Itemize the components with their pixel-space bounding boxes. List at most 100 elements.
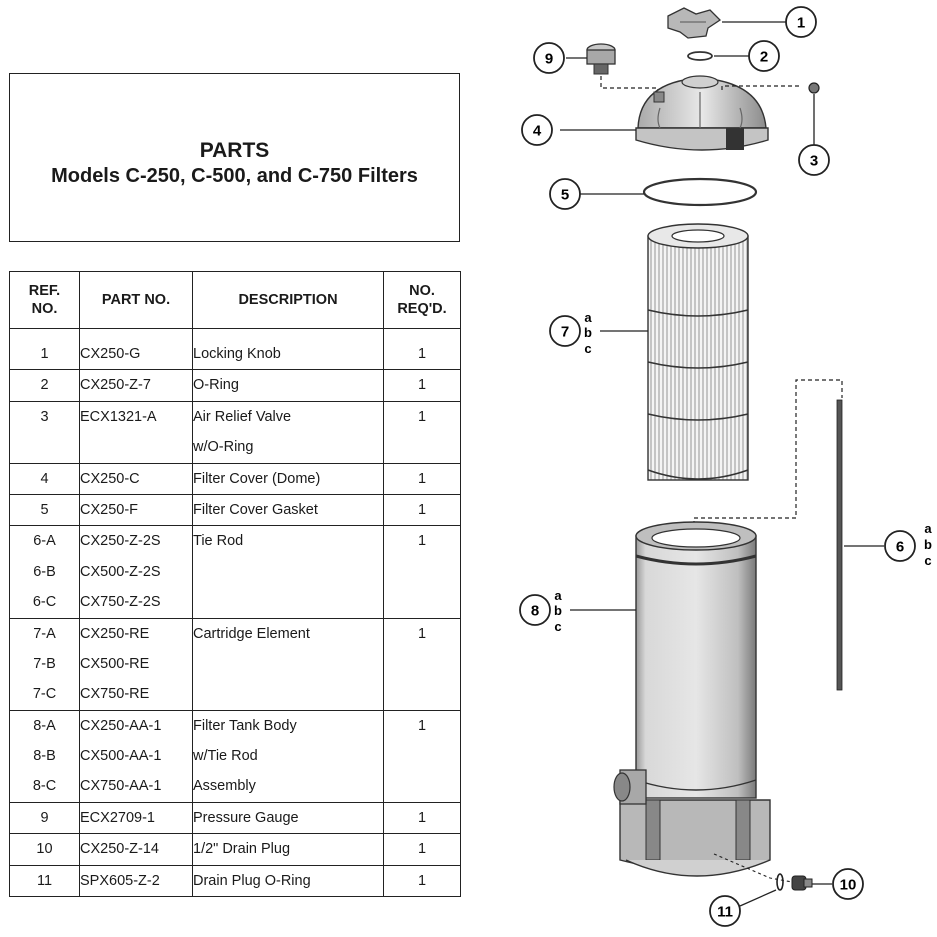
svg-text:c: c	[924, 553, 931, 568]
cell-part-no-line: CX750-RE	[80, 686, 150, 703]
cell-ref-no-line: 4	[40, 470, 49, 487]
cell-part-no: CX250-Z-7	[79, 369, 193, 402]
callout-5: 5	[549, 178, 581, 210]
svg-text:1: 1	[797, 15, 805, 32]
cell-part-no-line: CX250-Z-14	[80, 841, 159, 858]
table-row: 3 ECX1321-A Air Relief Valve w/O-Ring 1	[9, 400, 461, 464]
cell-qty-value: 1	[417, 533, 427, 550]
cell-part-no-line: CX250-F	[80, 501, 139, 518]
cell-part-no: CX250-F	[79, 493, 193, 526]
cell-part-no-line: CX500-AA-1	[80, 748, 162, 765]
cell-ref-no-line: 7-B	[33, 655, 56, 672]
air-relief-valve-part	[808, 82, 820, 145]
cell-qty-value: 1	[417, 470, 427, 487]
svg-text:a: a	[584, 310, 592, 325]
callout-9: 9	[533, 42, 565, 74]
cell-ref-no-line: 9	[40, 809, 49, 826]
cell-part-no: CX250-Z-2S CX500-Z-2S CX750-Z-2S	[79, 525, 193, 619]
svg-text:3: 3	[810, 153, 818, 170]
cell-ref-no: 11	[9, 864, 80, 898]
cell-part-no: CX250-G	[79, 327, 193, 370]
cell-description: Locking Knob	[192, 327, 384, 370]
cell-description-line: w/Tie Rod	[193, 748, 258, 765]
cell-ref-no-line: 5	[40, 501, 49, 518]
header-ref-line1: REF.	[28, 283, 61, 299]
exploded-parts-diagram: 1 2 9 4 3 5 7 a b c 6 a b c 8 a b c	[519, 6, 932, 927]
svg-text:a: a	[554, 588, 562, 603]
cell-part-no: ECX1321-A	[79, 400, 193, 464]
cell-description: Drain Plug O-Ring	[192, 864, 384, 898]
cell-qty-value: 1	[417, 501, 427, 518]
cell-ref-no: 1	[9, 327, 80, 370]
cell-qty: 1	[383, 462, 461, 495]
cell-ref-no: 4	[9, 462, 80, 495]
cell-part-no: CX250-C	[79, 462, 193, 495]
title-box: PARTS Models C-250, C-500, and C-750 Fil…	[9, 73, 460, 242]
cell-part-no: CX250-Z-14	[79, 833, 193, 866]
cell-qty: 1	[383, 617, 461, 711]
cell-qty: 1	[383, 327, 461, 370]
drain-plug-o-ring-part	[739, 873, 784, 907]
callout-1: 1	[785, 6, 817, 38]
cell-part-no: SPX605-Z-2	[79, 864, 193, 898]
cell-qty-value: 1	[417, 717, 427, 734]
cell-ref-no: 5	[9, 493, 80, 526]
cell-description: 1/2" Drain Plug	[192, 833, 384, 866]
cell-description-line: Air Relief Valve	[193, 408, 292, 425]
cell-ref-no-line: 8-C	[32, 778, 57, 795]
cell-description-line: Tie Rod	[193, 533, 244, 550]
cell-part-no-line: CX750-AA-1	[80, 778, 162, 795]
svg-text:c: c	[584, 341, 591, 356]
title-line1: PARTS	[199, 139, 270, 162]
cell-qty-value: 1	[417, 625, 427, 642]
cell-part-no-line: CX500-RE	[80, 655, 150, 672]
cell-description: Filter Cover (Dome)	[192, 462, 384, 495]
cell-ref-no: 3	[9, 400, 80, 464]
cell-part-no-line: CX250-Z-2S	[80, 533, 161, 550]
callout-11: 11	[709, 895, 741, 927]
cell-part-no-line: CX250-Z-7	[80, 377, 151, 394]
cell-ref-no-line: 3	[40, 408, 49, 425]
cell-ref-no: 9	[9, 801, 80, 834]
callout-3: 3	[798, 144, 830, 176]
cell-description: Tie Rod	[192, 525, 384, 619]
cell-part-no-line: SPX605-Z-2	[80, 872, 160, 889]
cell-ref-no-line: 6-B	[33, 563, 56, 580]
locking-knob-part	[667, 7, 786, 39]
cell-description-line: Locking Knob	[193, 346, 281, 362]
cell-qty-value: 1	[417, 408, 427, 425]
cell-description: O-Ring	[192, 369, 384, 402]
callout-4: 4	[521, 114, 553, 146]
svg-text:7: 7	[561, 324, 569, 341]
svg-text:6: 6	[896, 539, 904, 556]
cell-qty: 1	[383, 833, 461, 866]
callout-2: 2	[748, 40, 780, 72]
cell-part-no-line: CX500-Z-2S	[80, 563, 161, 580]
header-qty-line1: NO.	[409, 283, 435, 299]
cell-qty-value: 1	[417, 809, 427, 826]
cell-ref-no-line: 8-A	[33, 717, 56, 734]
cell-description-line: w/O-Ring	[193, 439, 254, 456]
header-qty-line2: REQ'D.	[397, 301, 447, 317]
cell-part-no-line: ECX1321-A	[80, 408, 157, 425]
cell-part-no-line: CX750-Z-2S	[80, 594, 161, 611]
parts-table: REF. NO. PART NO. DESCRIPTION NO. REQ'D.…	[9, 271, 461, 898]
callout-10: 10	[832, 868, 864, 900]
filter-tank-body-part	[570, 521, 771, 877]
cell-description: Air Relief Valve w/O-Ring	[192, 400, 384, 464]
cell-ref-no-line: 6-C	[32, 594, 57, 611]
cell-qty: 1	[383, 801, 461, 834]
cell-ref-no-line: 10	[36, 841, 53, 858]
svg-text:11: 11	[717, 904, 733, 921]
drain-plug-part	[713, 853, 832, 891]
cell-description-line: Filter Tank Body	[193, 717, 297, 734]
